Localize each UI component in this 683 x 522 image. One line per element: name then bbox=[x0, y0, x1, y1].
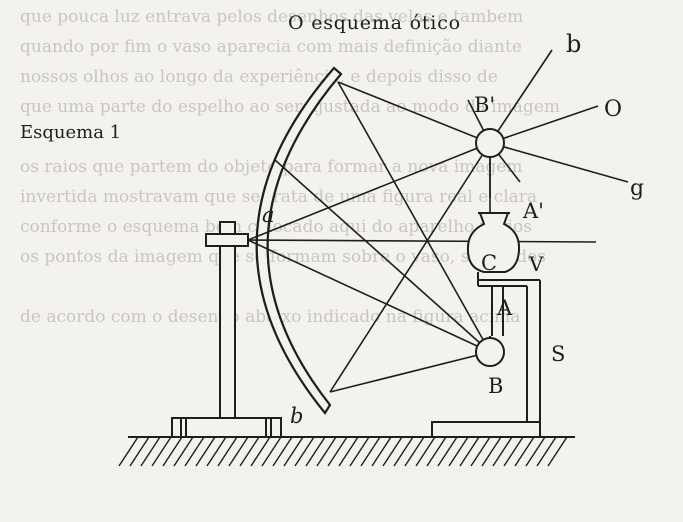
label-c: C bbox=[481, 251, 497, 275]
hatch-stroke bbox=[195, 436, 216, 467]
hatch-stroke bbox=[459, 436, 480, 467]
bleed-line: quando por fim o vaso aparecia com mais … bbox=[20, 37, 522, 57]
label-v: V bbox=[528, 252, 544, 276]
ray bbox=[247, 239, 491, 353]
mirror-stand bbox=[171, 221, 282, 438]
hatch-stroke bbox=[294, 436, 315, 467]
hatch-stroke bbox=[228, 436, 249, 467]
hatch-stroke bbox=[481, 436, 502, 467]
hatch-stroke bbox=[371, 436, 392, 467]
floor-hatching bbox=[118, 436, 568, 467]
ray bbox=[329, 142, 491, 393]
hatch-stroke bbox=[514, 436, 535, 467]
hatch-stroke bbox=[217, 436, 238, 467]
stand-post bbox=[219, 221, 236, 419]
hatch-stroke bbox=[448, 436, 469, 467]
axis-ray bbox=[247, 239, 597, 243]
hatch-stroke bbox=[118, 436, 139, 467]
ray-to-o bbox=[489, 105, 599, 144]
hatch-stroke bbox=[206, 436, 227, 467]
hatch-stroke bbox=[525, 436, 546, 467]
hatch-stroke bbox=[283, 436, 304, 467]
diagram-caption: Esquema 1 bbox=[20, 122, 121, 143]
label-b-top: b bbox=[566, 30, 581, 58]
label-a-prime: A' bbox=[522, 199, 544, 223]
hatch-stroke bbox=[250, 436, 271, 467]
label-g: g bbox=[630, 176, 644, 201]
light-rays bbox=[247, 49, 629, 393]
bleed-line: que uma parte do espelho ao ser ajustada… bbox=[20, 97, 560, 117]
hatch-stroke bbox=[140, 436, 161, 467]
stand-base bbox=[171, 417, 282, 438]
hatch-stroke bbox=[492, 436, 513, 467]
hatch-stroke bbox=[415, 436, 436, 467]
hatch-stroke bbox=[316, 436, 337, 467]
bleed-line: conforme o esquema bem colocado aqui do … bbox=[20, 217, 532, 237]
vase bbox=[466, 212, 521, 273]
bleed-line: invertida mostravam que se trata de uma … bbox=[20, 187, 537, 207]
floor bbox=[118, 436, 575, 467]
hatch-stroke bbox=[151, 436, 172, 467]
hatch-stroke bbox=[173, 436, 194, 467]
bleed-line: nossos olhos ao longo da experiência, e … bbox=[20, 67, 498, 87]
hatch-stroke bbox=[382, 436, 403, 467]
label-b-lower: B bbox=[488, 374, 503, 398]
hatch-stroke bbox=[404, 436, 425, 467]
support-base bbox=[431, 421, 541, 438]
bleed-line: que pouca luz entrava pelos desenhos das… bbox=[20, 7, 523, 27]
hatch-stroke bbox=[426, 436, 447, 467]
hatch-stroke bbox=[547, 436, 568, 467]
hatch-stroke bbox=[338, 436, 359, 467]
label-a-upper: A bbox=[496, 296, 513, 320]
bulb-image-b-prime bbox=[475, 128, 505, 158]
hatch-stroke bbox=[437, 436, 458, 467]
label-s: S bbox=[551, 342, 565, 366]
hatch-stroke bbox=[261, 436, 282, 467]
box-support-s bbox=[431, 279, 541, 438]
ray-to-g bbox=[489, 142, 629, 183]
ray bbox=[337, 81, 491, 353]
hatch-stroke bbox=[184, 436, 205, 467]
ray bbox=[247, 142, 491, 241]
hatch-stroke bbox=[536, 436, 557, 467]
ray-to-b bbox=[489, 49, 553, 144]
hatch-stroke bbox=[360, 436, 381, 467]
hatch-stroke bbox=[393, 436, 414, 467]
hatch-stroke bbox=[349, 436, 370, 467]
stand-clamp bbox=[205, 233, 249, 247]
hatch-stroke bbox=[305, 436, 326, 467]
label-o: O bbox=[604, 97, 622, 122]
label-b-prime: B' bbox=[474, 93, 495, 117]
concave-mirror bbox=[255, 66, 343, 415]
hatch-stroke bbox=[129, 436, 150, 467]
bulb-object bbox=[475, 337, 505, 367]
hatch-stroke bbox=[327, 436, 348, 467]
label-a-italic: a bbox=[262, 203, 275, 227]
hatch-stroke bbox=[272, 436, 293, 467]
bulb-object-b bbox=[475, 336, 505, 367]
diagram-title: O esquema ótico bbox=[288, 12, 461, 34]
ray bbox=[274, 159, 491, 353]
hatch-stroke bbox=[162, 436, 183, 467]
ray bbox=[329, 351, 491, 393]
hatch-stroke bbox=[503, 436, 524, 467]
ray bbox=[337, 81, 491, 144]
hatch-stroke bbox=[470, 436, 491, 467]
label-b-italic: b bbox=[290, 404, 303, 428]
hatch-stroke bbox=[239, 436, 260, 467]
